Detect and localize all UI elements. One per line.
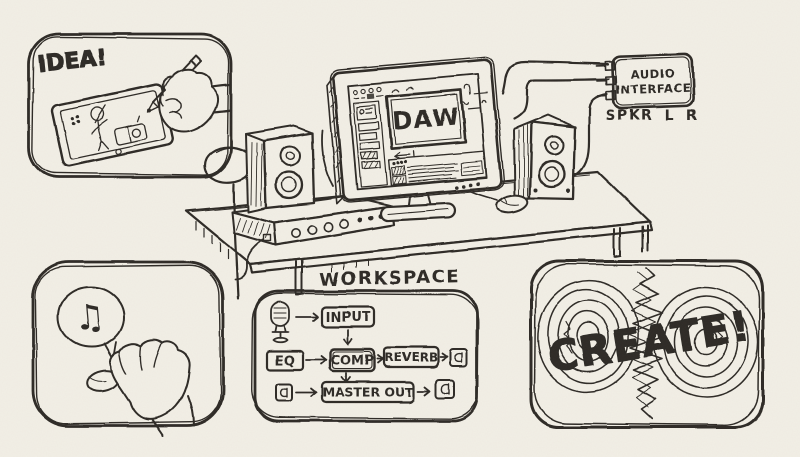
- sketch-page: IDEA!: [0, 0, 800, 457]
- paper-grain-overlay: [0, 0, 800, 457]
- sketch-illustration: IDEA!: [0, 0, 800, 457]
